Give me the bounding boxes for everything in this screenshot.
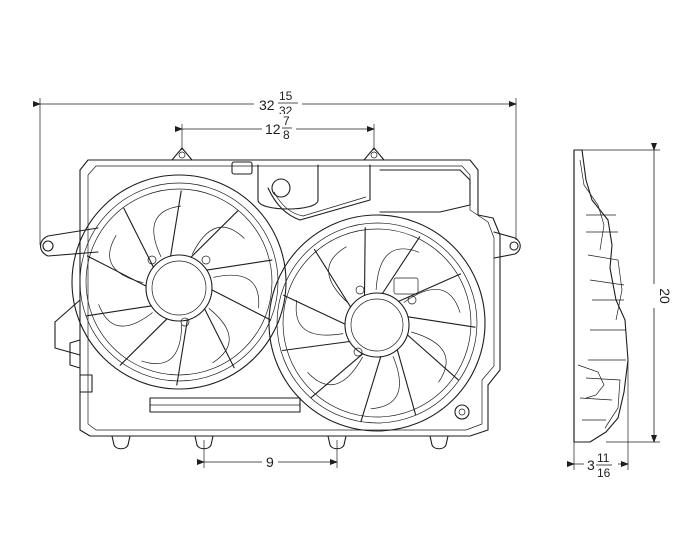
side-view-profile xyxy=(573,149,629,443)
fan-blade xyxy=(153,205,182,257)
dimension-depth: 3 11 16 xyxy=(567,360,629,480)
dimension-overall-width: 32 15 32 xyxy=(33,86,517,245)
fan-blade xyxy=(98,304,153,327)
fan-spoke xyxy=(211,289,272,321)
fan-spoke xyxy=(283,294,346,325)
fan-spoke xyxy=(119,318,168,366)
fan-spoke xyxy=(206,259,273,271)
fan-blade xyxy=(208,308,230,364)
top-tabs xyxy=(171,147,385,161)
fan-blade xyxy=(375,248,420,291)
mount-spacing-value: 9 xyxy=(266,454,274,470)
fan-blade xyxy=(411,331,447,383)
shroud-frame xyxy=(54,159,501,437)
bottom-tabs xyxy=(111,435,449,450)
fan-spoke xyxy=(310,353,364,399)
depth-denominator: 16 xyxy=(597,466,611,480)
fan-spoke xyxy=(281,340,351,352)
fan-spoke xyxy=(406,334,459,381)
fan-blade xyxy=(403,289,461,313)
fan-blade xyxy=(213,274,260,309)
center-distance-whole: 12 xyxy=(265,121,281,137)
dimension-mount-spacing: 9 xyxy=(197,440,338,470)
dimension-height: 20 xyxy=(582,143,673,443)
fan-spoke xyxy=(204,308,235,369)
fan-spoke xyxy=(176,319,188,386)
left-fan xyxy=(71,174,287,390)
mount-ear-right xyxy=(493,231,521,259)
overall-width-whole: 32 xyxy=(259,97,275,113)
fan-blade xyxy=(109,235,144,284)
fan-blade xyxy=(295,300,344,336)
fan-spoke xyxy=(360,356,382,423)
fan-blade xyxy=(191,226,245,255)
height-value: 20 xyxy=(657,288,673,304)
depth-whole: 3 xyxy=(587,457,595,473)
dimension-center-distance: 12 7 8 xyxy=(175,114,375,150)
fan-spoke xyxy=(313,248,352,308)
center-distance-numerator: 7 xyxy=(283,114,290,128)
depth-numerator: 11 xyxy=(597,451,610,465)
fan-spoke xyxy=(381,236,421,295)
fan-spoke xyxy=(363,227,366,297)
fan-blade xyxy=(307,356,363,386)
fan-spoke xyxy=(398,273,462,302)
right-fan xyxy=(268,214,486,432)
fan-spoke xyxy=(170,190,182,257)
fan-spoke xyxy=(396,349,417,416)
mount-ear-left xyxy=(39,227,99,257)
fan-spoke xyxy=(407,316,476,328)
fan-blade xyxy=(328,246,350,305)
fan-blade xyxy=(141,323,183,364)
center-distance-denominator: 8 xyxy=(283,128,290,142)
fan-spoke xyxy=(190,210,239,258)
overall-width-numerator: 15 xyxy=(279,89,293,103)
fan-spoke xyxy=(123,207,154,268)
fan-spoke xyxy=(85,305,152,317)
fan-blade xyxy=(370,356,400,410)
